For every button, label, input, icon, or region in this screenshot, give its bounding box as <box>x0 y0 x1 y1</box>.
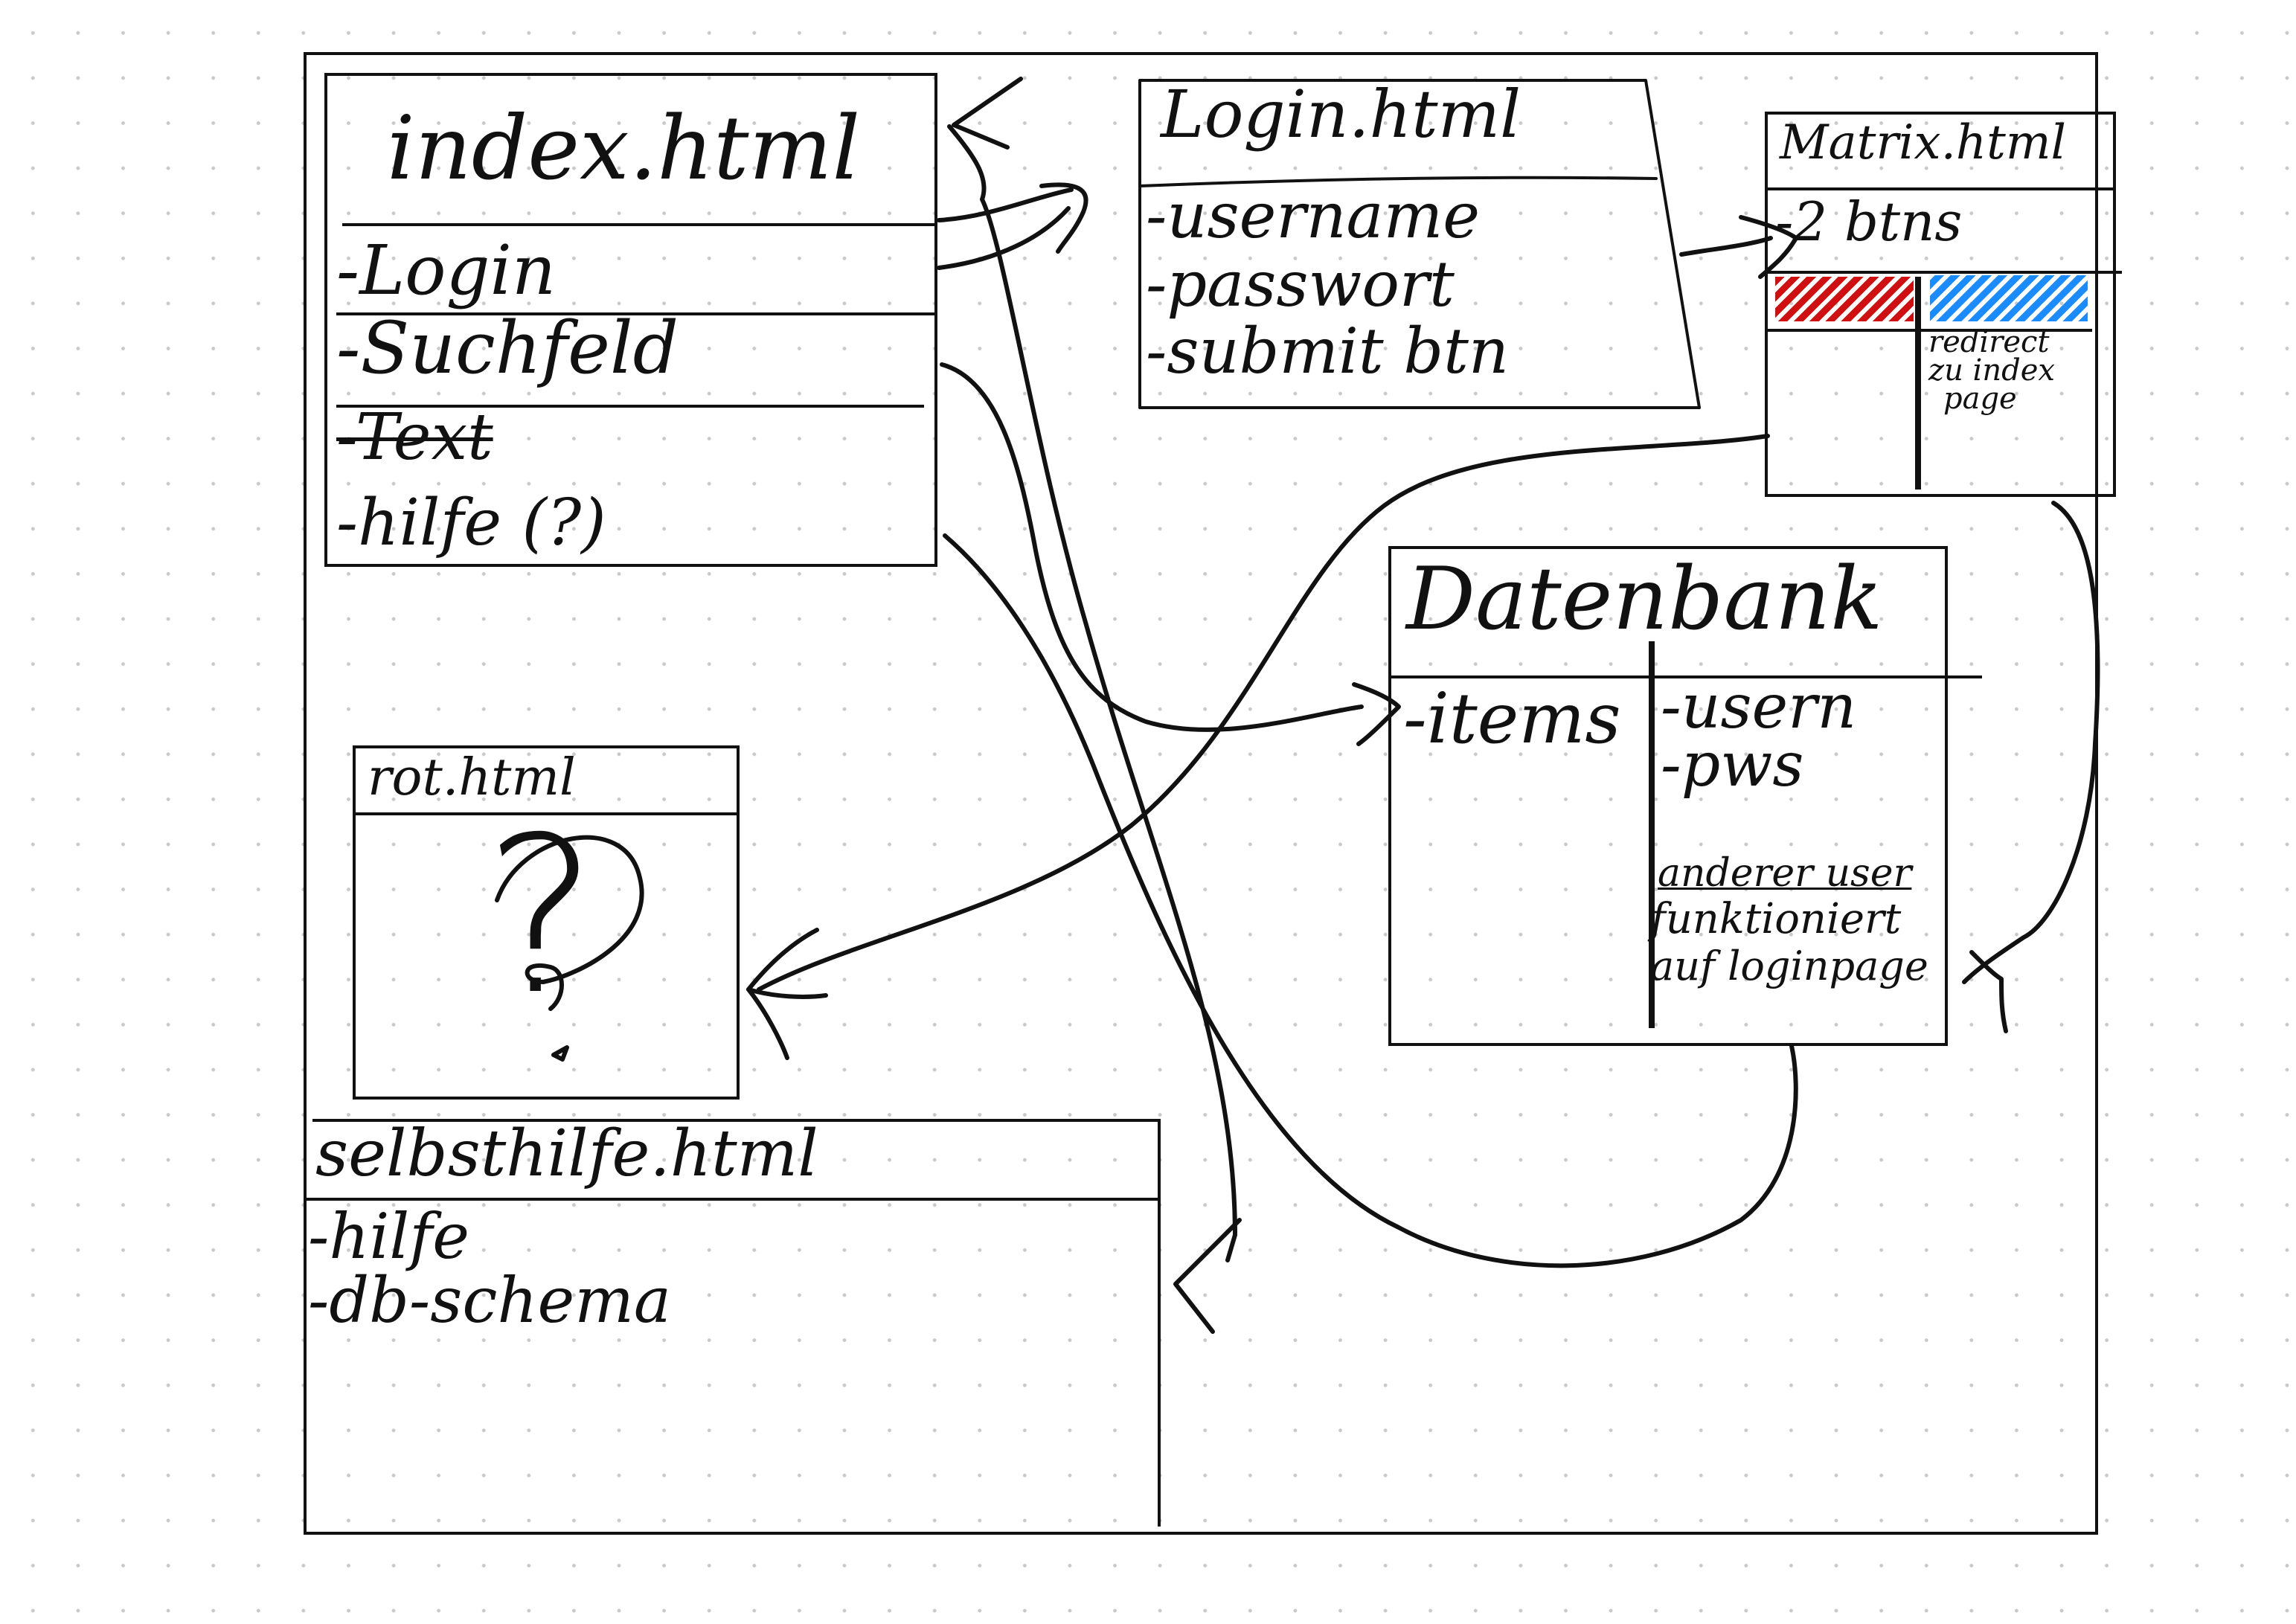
index-item-text: -Text <box>336 400 493 475</box>
index-divider-1 <box>342 223 937 226</box>
database-note-line-1: anderer user <box>1658 851 1912 896</box>
matrix-note-line-1: redirect <box>1928 325 2050 359</box>
rot-html-box <box>353 745 740 1100</box>
matrix-red-button <box>1775 277 1914 321</box>
matrix-divider-1 <box>1765 187 2116 190</box>
matrix-item-btns: -2 btns <box>1775 190 1963 253</box>
question-mark-icon: ? <box>484 792 598 1042</box>
index-item-suchfeld: -Suchfeld <box>336 306 679 390</box>
matrix-html-box <box>1765 112 2116 497</box>
selbsthilfe-html-title: selbsthilfe.html <box>315 1117 818 1191</box>
selbsthilfe-html-box <box>312 1119 1161 1527</box>
login-item-passwort: -passwort <box>1146 248 1455 321</box>
matrix-note-line-3: page <box>1943 382 2017 416</box>
database-item-pws: -pws <box>1661 730 1804 800</box>
index-item-login: -Login <box>336 231 557 310</box>
matrix-divider-3 <box>1765 329 2092 332</box>
selbsthilfe-item-db-schema: -db-schema <box>308 1264 672 1337</box>
database-item-items: -items <box>1403 678 1621 760</box>
login-html-title: Login.html <box>1161 76 1521 153</box>
index-html-box <box>324 73 937 567</box>
index-divider-2 <box>336 312 937 315</box>
selbsthilfe-item-hilfe: -hilfe <box>308 1200 470 1273</box>
database-item-usern: -usern <box>1661 672 1857 742</box>
matrix-divider-2 <box>1765 271 2122 274</box>
matrix-blue-button <box>1930 275 2088 321</box>
rot-html-title: rot.html <box>368 748 576 807</box>
login-item-username: -username <box>1146 179 1480 252</box>
matrix-note-line-2: zu index <box>1928 353 2055 388</box>
database-title: Datenbank <box>1406 549 1883 649</box>
matrix-column-divider <box>1915 277 1921 490</box>
rot-divider <box>353 812 740 815</box>
database-note-line-2: funktioniert <box>1650 895 1902 943</box>
selbsthilfe-divider <box>304 1198 1161 1201</box>
login-item-submit: -submit btn <box>1146 315 1509 388</box>
matrix-html-title: Matrix.html <box>1780 115 2066 170</box>
index-item-hilfe: -hilfe (?) <box>336 486 606 560</box>
database-note-line-3: auf loginpage <box>1650 943 1928 989</box>
index-html-title: index.html <box>387 97 861 199</box>
index-divider-3 <box>336 405 924 408</box>
